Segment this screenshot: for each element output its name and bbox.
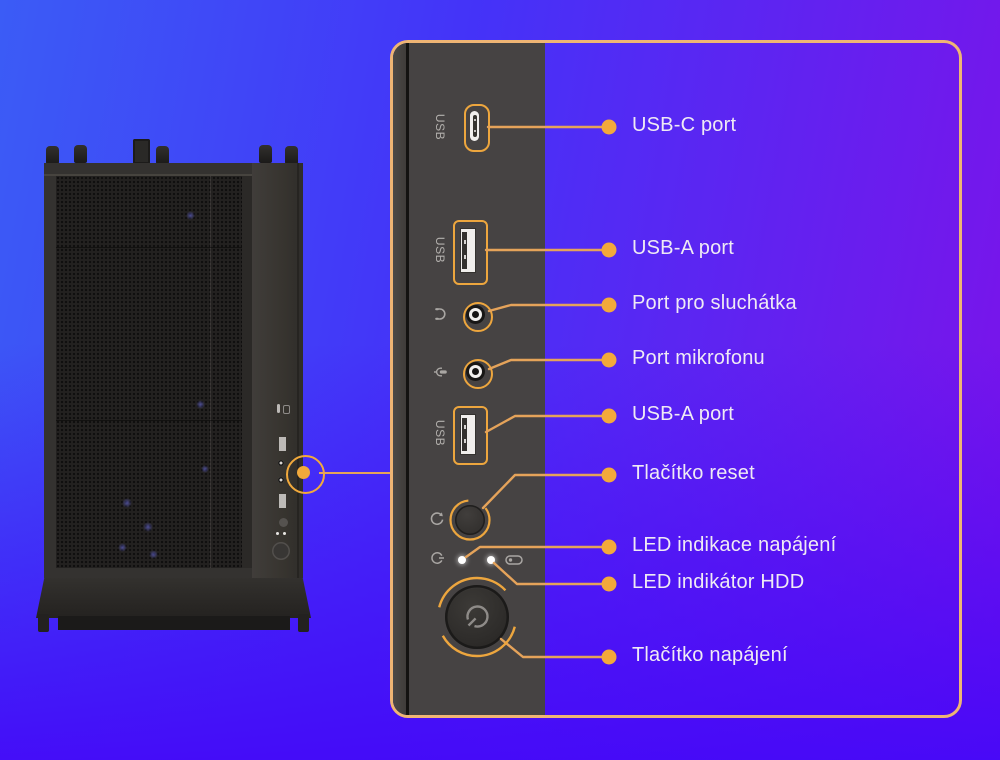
rgb-glint xyxy=(122,498,132,508)
case-power-button xyxy=(272,542,290,560)
magnifier-dot xyxy=(297,466,310,479)
callout-dot xyxy=(601,649,617,665)
usb-a-tab xyxy=(462,231,467,269)
magnifier-circle xyxy=(286,455,325,494)
case-top-edge xyxy=(44,174,303,176)
usb-a-connector xyxy=(460,227,476,273)
case-usb-c-port xyxy=(277,404,280,413)
case-headphone-jack xyxy=(278,460,284,466)
callout-label-mic: Port mikrofonu xyxy=(632,347,765,369)
reset-button xyxy=(455,505,485,535)
callout-label-usb-c: USB-C port xyxy=(632,114,737,136)
usb-a-port-bottom xyxy=(453,406,488,465)
usb-c-label: USB xyxy=(433,113,447,141)
thumbscrew xyxy=(259,145,272,163)
case-front-mesh xyxy=(56,176,242,568)
usb-a-pin xyxy=(463,254,466,259)
top-bracket xyxy=(133,139,150,164)
callout-dot xyxy=(601,408,617,424)
case-hdd-led xyxy=(283,532,286,535)
usb-a-label: USB xyxy=(433,419,447,447)
power-led xyxy=(458,556,466,564)
callout-label-usb-a-bottom: USB-A port xyxy=(632,403,735,425)
rgb-glint xyxy=(149,550,158,559)
thumbscrew xyxy=(46,146,59,164)
rgb-glint xyxy=(201,465,209,473)
usb-c-pins xyxy=(472,115,477,137)
usb-a-pin xyxy=(463,424,466,429)
usb-a-label: USB xyxy=(433,236,447,264)
rgb-glint xyxy=(186,211,195,220)
jack-hole xyxy=(472,311,480,319)
mesh-seam xyxy=(210,176,211,568)
callout-dot xyxy=(601,467,617,483)
case-usb-a-port xyxy=(279,437,286,451)
side-panel-groove xyxy=(297,163,299,578)
thumbscrew xyxy=(74,145,87,163)
usb-c-pin-dot xyxy=(473,119,476,121)
usb-a-pin xyxy=(463,239,466,244)
case-usb-a-port xyxy=(279,494,286,508)
jack-ring xyxy=(469,365,483,379)
headphone-jack xyxy=(463,302,493,332)
callout-dot xyxy=(601,297,617,313)
rgb-glint xyxy=(118,543,127,552)
callout-dot xyxy=(601,119,617,135)
panel-edge-strip xyxy=(393,43,407,715)
callout-label-power-led: LED indikace napájení xyxy=(632,534,837,556)
jack-bezel xyxy=(465,361,486,382)
case-skirt xyxy=(36,578,311,618)
callout-dot xyxy=(601,352,617,368)
mesh-frame-column xyxy=(242,176,252,568)
callout-label-power-button: Tlačítko napájení xyxy=(632,644,788,666)
mic-jack xyxy=(463,359,493,389)
hdd-icon xyxy=(505,555,523,565)
case-foot xyxy=(298,614,309,632)
case-usb-c-outline xyxy=(283,405,290,414)
callout-label-reset: Tlačítko reset xyxy=(632,462,755,484)
headphones-icon xyxy=(435,308,446,320)
callout-label-headphones: Port pro sluchátka xyxy=(632,292,797,314)
power-symbol-icon xyxy=(431,552,444,564)
callout-label-usb-a-top: USB-A port xyxy=(632,237,735,259)
callout-dot xyxy=(601,539,617,555)
reset-arrow-icon xyxy=(430,512,444,526)
callout-dot xyxy=(601,576,617,592)
usb-a-port-top xyxy=(453,220,488,285)
usb-a-tab xyxy=(462,417,467,451)
microphone-icon xyxy=(434,367,447,377)
case-foot xyxy=(38,614,49,632)
callout-dot xyxy=(601,242,617,258)
jack-bezel xyxy=(465,304,486,325)
jack-ring xyxy=(469,308,483,322)
case-base xyxy=(58,616,290,630)
usb-c-port xyxy=(464,104,490,152)
callout-box: USB USB xyxy=(390,40,962,718)
case-mic-jack xyxy=(278,477,284,483)
usb-c-connector xyxy=(470,111,479,141)
case-power-led xyxy=(276,532,279,535)
magnifier-connector-line xyxy=(319,471,392,474)
power-button xyxy=(445,585,509,649)
thumbscrew xyxy=(156,146,169,164)
rgb-glint xyxy=(143,522,153,532)
usb-a-connector xyxy=(460,413,476,455)
usb-a-pin xyxy=(463,438,466,443)
jack-hole xyxy=(472,368,480,376)
mesh-seam xyxy=(56,420,242,421)
rgb-glint xyxy=(196,400,205,409)
mesh-seam xyxy=(56,247,242,248)
usb-c-pin-dot xyxy=(473,130,476,132)
callout-label-hdd-led: LED indikátor HDD xyxy=(632,571,805,593)
power-button-icon xyxy=(466,605,489,628)
thumbscrew xyxy=(285,146,298,164)
case-side-panel xyxy=(252,163,303,578)
hdd-led xyxy=(487,556,495,564)
case-reset-button xyxy=(279,518,288,527)
panel-edge-line xyxy=(406,43,409,715)
